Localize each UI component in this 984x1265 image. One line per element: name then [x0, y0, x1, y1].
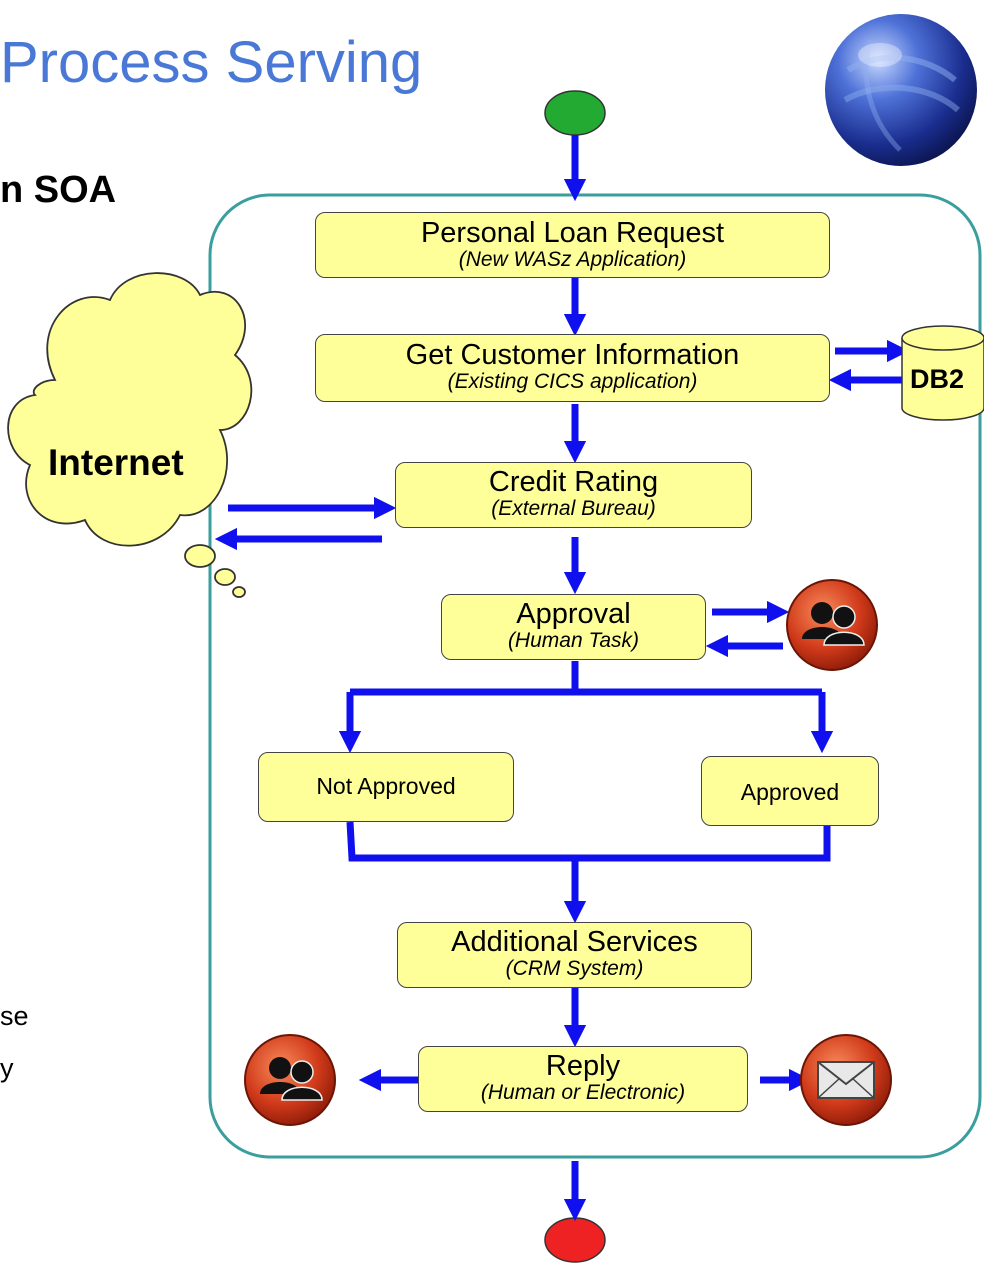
database-label: DB2: [910, 364, 965, 394]
globe-icon: [825, 14, 977, 166]
step-subtitle: (Human Task): [507, 629, 640, 652]
people-icon: [244, 1034, 336, 1126]
people-icon: [786, 579, 878, 671]
process-container: [208, 193, 982, 1159]
outcome-label: Approved: [740, 779, 840, 805]
step-subtitle: (CRM System): [505, 957, 644, 980]
step-subtitle: (New WASz Application): [458, 248, 687, 271]
step-title: Credit Rating: [488, 466, 659, 498]
outcome-not-approved[interactable]: Not Approved: [258, 752, 514, 822]
step-title: Approval: [516, 598, 631, 630]
step-get-customer-information[interactable]: Get Customer Information (Existing CICS …: [315, 334, 830, 402]
step-subtitle: (External Bureau): [491, 497, 656, 520]
flow-arrows: [214, 135, 910, 1222]
step-title: Additional Services: [451, 926, 698, 958]
side-text-fragment: y: [0, 1053, 14, 1083]
step-subtitle: (Human or Electronic): [480, 1081, 686, 1104]
cloud-label: Internet: [48, 442, 184, 483]
step-credit-rating[interactable]: Credit Rating (External Bureau): [395, 462, 752, 528]
envelope-icon: [800, 1034, 892, 1126]
merge-line: [346, 821, 831, 862]
step-additional-services[interactable]: Additional Services (CRM System): [397, 922, 752, 988]
step-title: Get Customer Information: [405, 339, 740, 371]
step-title: Reply: [545, 1050, 621, 1082]
outcome-approved[interactable]: Approved: [701, 756, 879, 826]
step-approval[interactable]: Approval (Human Task): [441, 594, 706, 660]
end-node-icon: [544, 1217, 606, 1263]
cloud-icon: [7, 272, 253, 598]
step-subtitle: (Existing CICS application): [447, 370, 698, 393]
start-node-icon: [544, 90, 606, 136]
page-title: Process Serving: [0, 30, 423, 95]
database-icon: [901, 325, 984, 421]
subtitle-fragment: n SOA: [0, 169, 117, 211]
step-title: Personal Loan Request: [420, 217, 725, 249]
step-reply[interactable]: Reply (Human or Electronic): [418, 1046, 748, 1112]
outcome-label: Not Approved: [316, 773, 456, 799]
step-personal-loan-request[interactable]: Personal Loan Request (New WASz Applicat…: [315, 212, 830, 278]
side-text-fragment: se: [0, 1001, 29, 1031]
